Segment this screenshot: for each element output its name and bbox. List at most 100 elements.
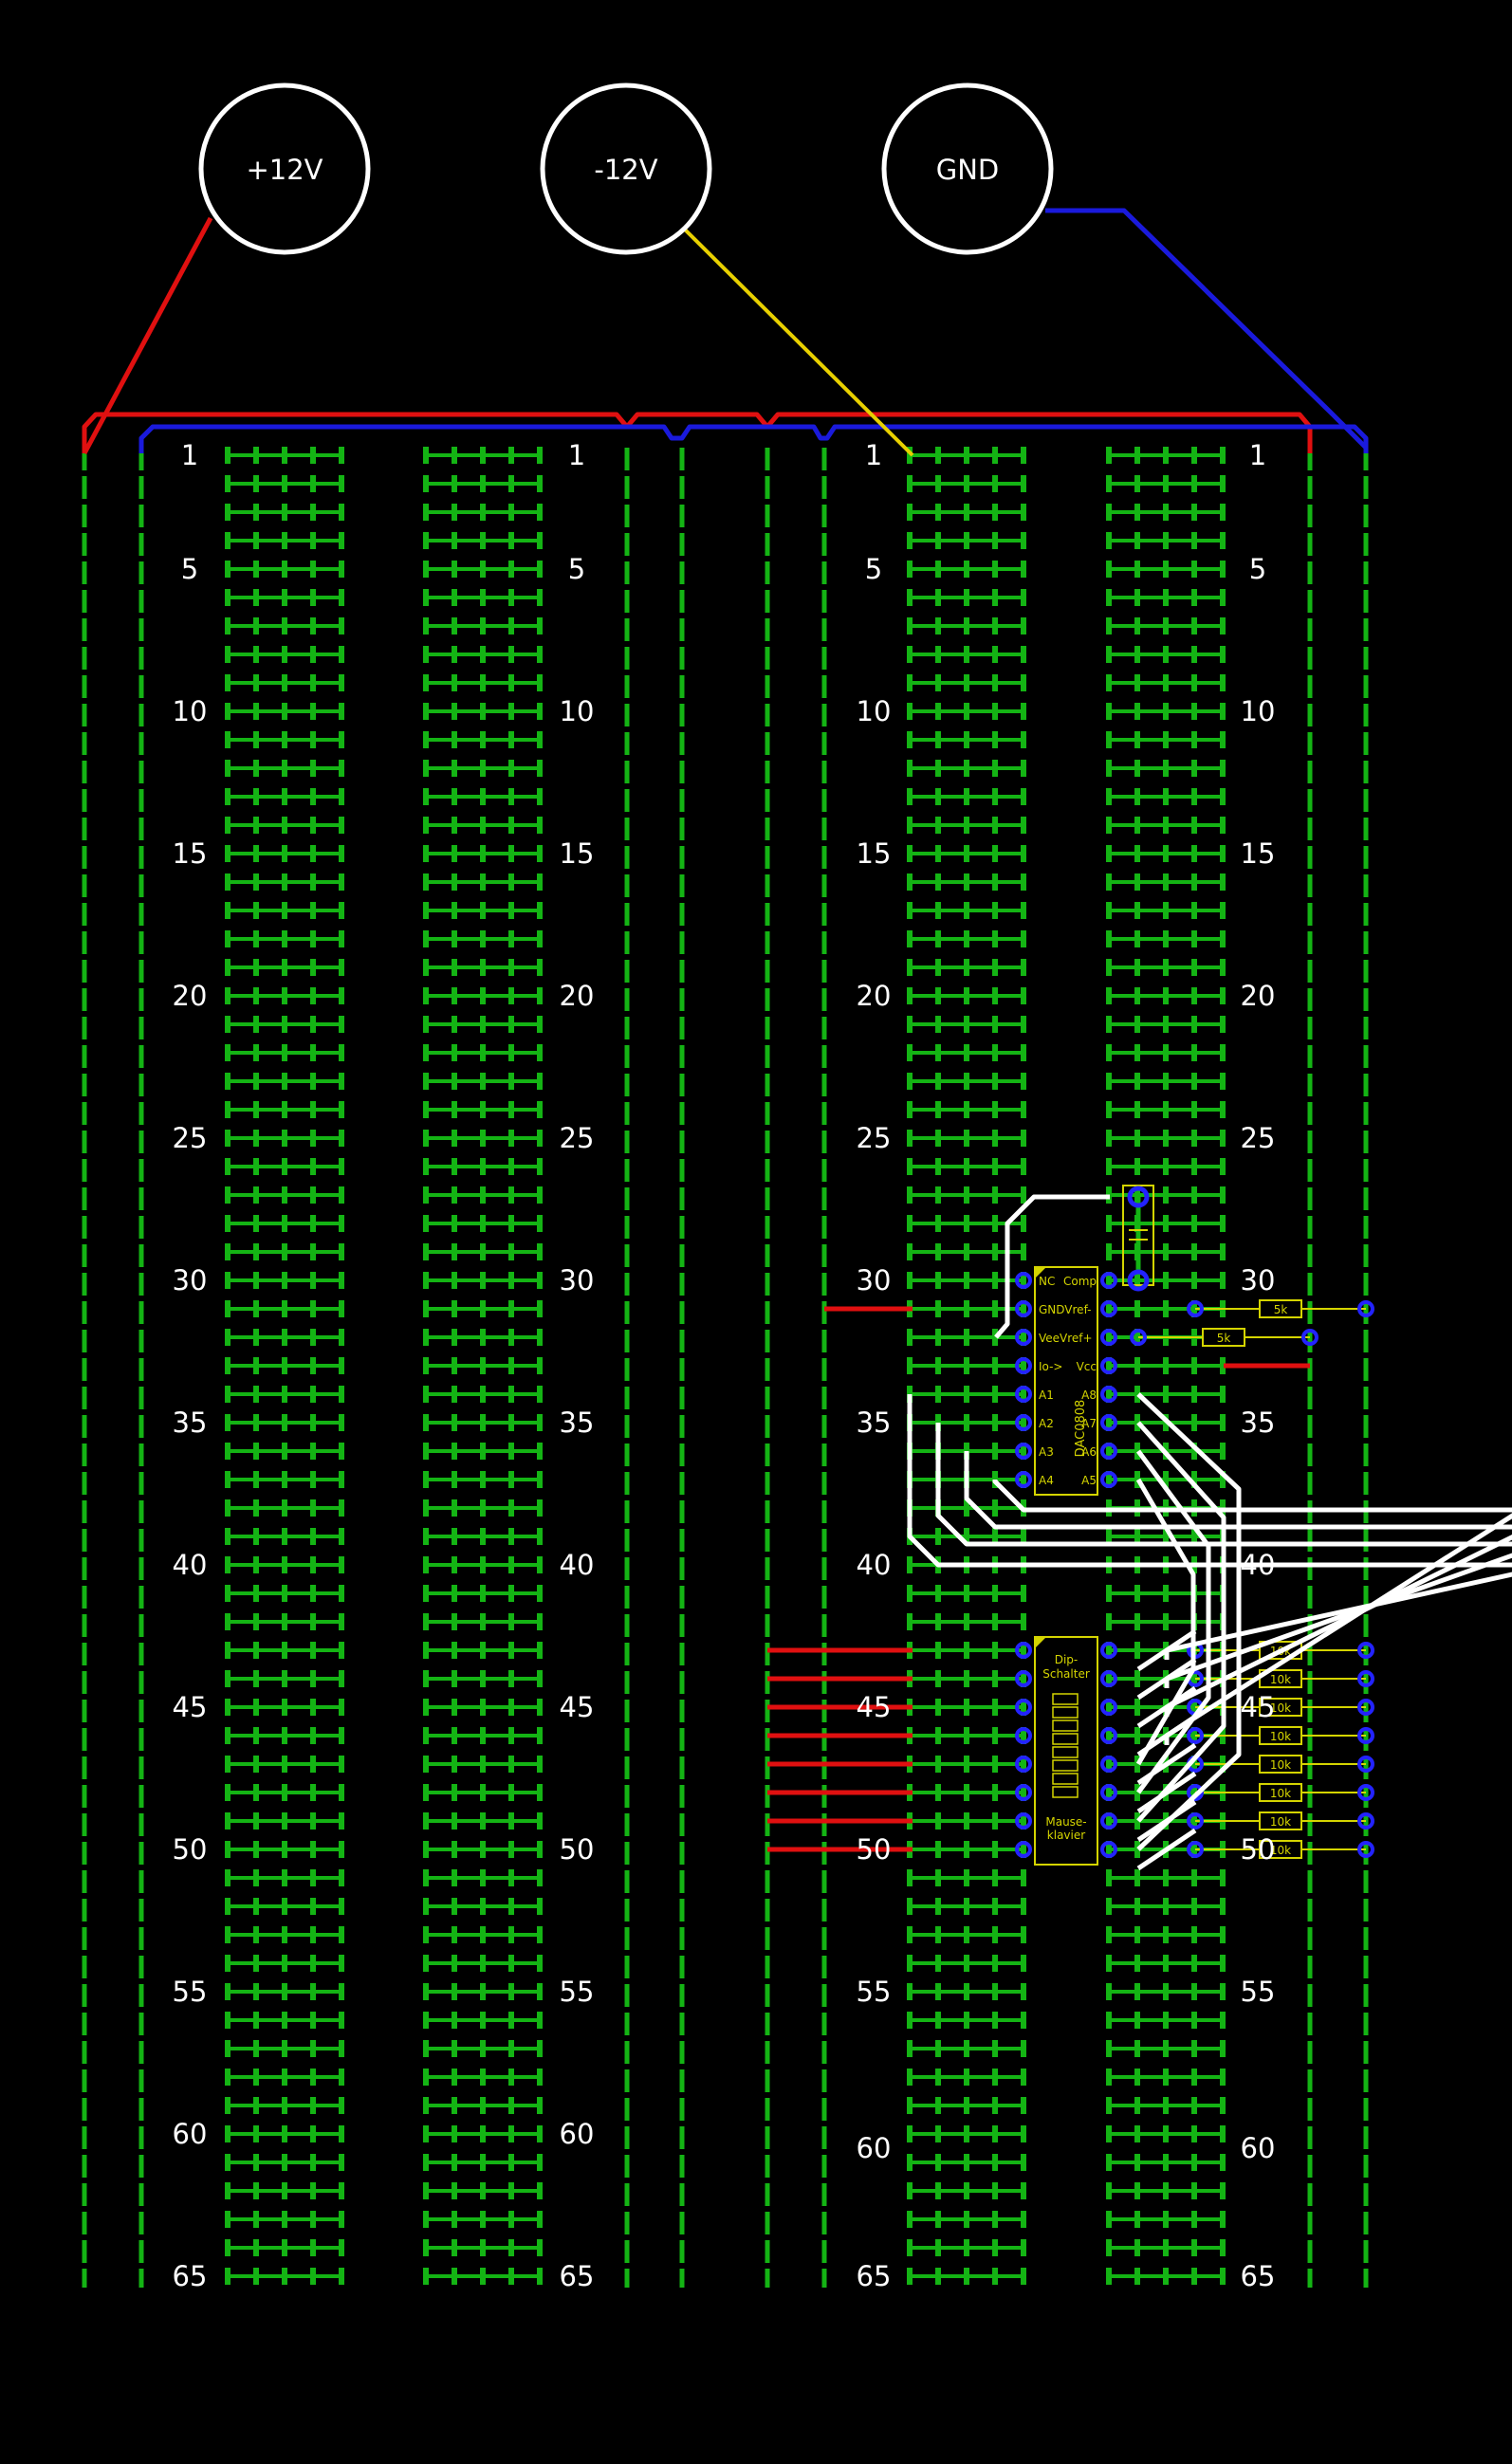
strip-hole [423, 760, 429, 777]
strip-hole [935, 1955, 941, 1972]
strip-hole [339, 1926, 344, 1943]
strip-hole [1191, 1073, 1197, 1090]
strip-hole [537, 447, 543, 464]
strip-hole [339, 2154, 344, 2171]
resistor-pad [1357, 1727, 1374, 1744]
strip-hole [310, 646, 316, 663]
row-label: 60 [173, 2118, 208, 2150]
strip-hole [310, 1414, 316, 1431]
strip-hole [992, 1414, 998, 1431]
strip-hole [1220, 1243, 1226, 1260]
strip-hole [1106, 1443, 1112, 1460]
strip-hole [282, 589, 287, 606]
strip-hole [480, 703, 486, 720]
strip-hole [1163, 589, 1169, 606]
row-label: 50 [173, 1833, 208, 1866]
dac-pin-pad [1100, 1471, 1117, 1488]
strip-hole [537, 2268, 543, 2285]
strip-hole [310, 959, 316, 976]
strip-hole [452, 817, 457, 834]
strip-hole [508, 1869, 514, 1886]
strip-hole [452, 1585, 457, 1602]
strip-hole [1191, 1471, 1197, 1488]
strip-hole [253, 2097, 259, 2114]
strip-hole [480, 987, 486, 1004]
strip-hole [508, 1955, 514, 1972]
strip-hole [537, 873, 543, 891]
strip-hole [1021, 447, 1026, 464]
strip-hole [907, 2069, 913, 2086]
strip-hole [992, 1016, 998, 1033]
strip-hole [935, 2182, 941, 2199]
strip-hole [253, 1443, 259, 1460]
strip-hole [282, 1613, 287, 1630]
strip-hole [1191, 447, 1197, 464]
strip-hole [452, 873, 457, 891]
strip-hole [339, 1016, 344, 1033]
dac-pin-label: Vcc [1077, 1360, 1097, 1373]
strip-hole [310, 845, 316, 862]
strip-hole [452, 1898, 457, 1915]
strip-hole [225, 1272, 230, 1289]
strip-hole [537, 703, 543, 720]
strip-hole [310, 2239, 316, 2256]
strip-hole [1106, 2040, 1112, 2057]
strip-hole [907, 1556, 913, 1573]
strip-hole [480, 930, 486, 947]
strip-hole [282, 817, 287, 834]
strip-hole [282, 788, 287, 805]
strip-hole [907, 959, 913, 976]
strip-hole [225, 902, 230, 919]
strip-hole [1021, 2268, 1026, 2285]
strip-hole [992, 930, 998, 947]
strip-hole [480, 760, 486, 777]
row-label: 5 [181, 553, 198, 585]
strip-hole [537, 1101, 543, 1118]
strip-hole [992, 873, 998, 891]
strip-hole [1134, 2239, 1140, 2256]
strip-hole [452, 1471, 457, 1488]
strip-hole [423, 589, 429, 606]
strip-hole [282, 1499, 287, 1517]
strip-hole [992, 1670, 998, 1687]
strip-hole [253, 1158, 259, 1175]
strip-hole [225, 760, 230, 777]
strip-hole [452, 447, 457, 464]
strip-hole [992, 532, 998, 549]
strip-hole [423, 1215, 429, 1232]
strip-hole [339, 1300, 344, 1317]
strip-hole [1134, 1471, 1140, 1488]
strip-hole [537, 1784, 543, 1801]
strip-hole [452, 475, 457, 492]
resistor-body [1259, 1726, 1302, 1745]
strip-hole [1021, 1016, 1026, 1033]
strip-hole [423, 1016, 429, 1033]
strip-hole [452, 646, 457, 663]
strip-hole [339, 1073, 344, 1090]
strip-hole [480, 959, 486, 976]
strip-hole [282, 760, 287, 777]
strip-hole [1191, 1186, 1197, 1204]
power-wires [82, 208, 1369, 457]
strip-hole [339, 1727, 344, 1744]
row-label: 15 [857, 837, 892, 870]
row-label: 20 [173, 980, 208, 1012]
row-label: 40 [173, 1549, 208, 1581]
strip-hole [537, 1756, 543, 1773]
strip-hole [1021, 1699, 1026, 1716]
strip-hole [508, 1357, 514, 1374]
strip-hole [480, 2182, 486, 2199]
strip-hole [339, 845, 344, 862]
row-label: 5 [568, 553, 585, 585]
dip-switch-title: Dip- [1055, 1653, 1079, 1666]
strip-hole [935, 447, 941, 464]
strip-hole [935, 760, 941, 777]
strip-hole [282, 447, 287, 464]
strip-hole [992, 475, 998, 492]
strip-hole [935, 959, 941, 976]
strip-hole [1134, 845, 1140, 862]
strip-hole [339, 2268, 344, 2285]
strip-hole [480, 1101, 486, 1118]
resistor-pad [1357, 1784, 1374, 1801]
strip-hole [1021, 1812, 1026, 1830]
